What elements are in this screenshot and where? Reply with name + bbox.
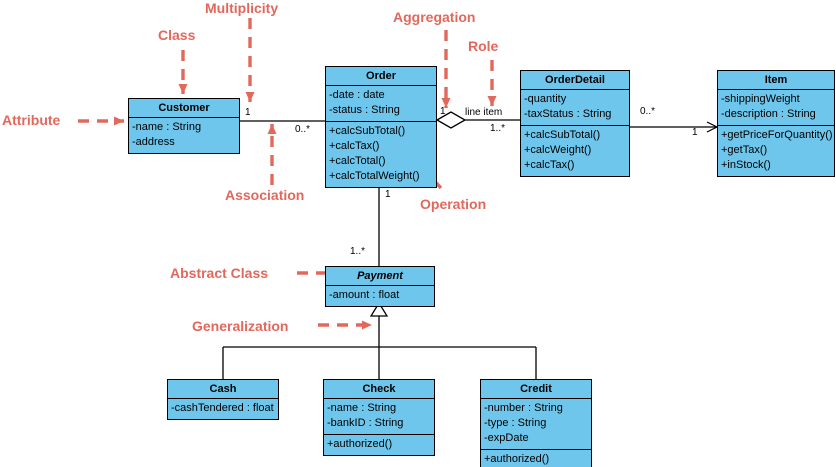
multiplicity-order-payment-source: 1: [385, 189, 391, 200]
operation-item: +calcWeight(): [524, 144, 592, 156]
class-name-customer: Customer: [129, 99, 239, 118]
operation-item: +inStock(): [721, 159, 771, 171]
attribute-item: -amount : float: [329, 289, 400, 301]
multiplicity-order-orderdetail-target: 1..*: [490, 123, 506, 134]
attributes-compartment-orderdetail: -quantity -taxStatus : String: [521, 90, 629, 126]
attribute-item: -status : String: [329, 104, 400, 116]
multiplicity-order-payment-target: 1..*: [350, 246, 366, 257]
class-name-item: Item: [718, 71, 834, 90]
attributes-compartment-payment: -amount : float: [326, 286, 434, 306]
operation-item: +getTax(): [721, 144, 768, 156]
operation-item: +getPriceForQuantity(): [721, 129, 833, 141]
attribute-item: -expDate: [484, 432, 529, 444]
attributes-compartment-check: -name : String -bankID : String: [324, 399, 434, 435]
operation-item: +calcTax(): [329, 140, 380, 152]
edge-generalization-payment: [222, 301, 537, 379]
attributes-compartment-order: -date : date -status : String: [326, 86, 436, 122]
attributes-compartment-customer: -name : String -address: [129, 118, 239, 153]
class-box-item[interactable]: Item -shippingWeight -description : Stri…: [717, 70, 835, 177]
operation-item: +authorized(): [327, 438, 393, 450]
operation-item: +calcTotalWeight(): [329, 170, 420, 182]
attributes-compartment-item: -shippingWeight -description : String: [718, 90, 834, 126]
attribute-item: -type : String: [484, 417, 547, 429]
attribute-item: -quantity: [524, 93, 567, 105]
attribute-item: -name : String: [132, 121, 202, 133]
operation-item: +calcTotal(): [329, 155, 386, 167]
multiplicity-order-orderdetail-source: 1: [440, 106, 446, 117]
attribute-item: -name : String: [327, 402, 397, 414]
operations-compartment-item: +getPriceForQuantity() +getTax() +inStoc…: [718, 126, 834, 176]
class-name-check: Check: [324, 380, 434, 399]
attribute-item: -number : String: [484, 402, 563, 414]
attribute-item: -description : String: [721, 108, 816, 120]
attribute-item: -date : date: [329, 89, 385, 101]
class-box-check[interactable]: Check -name : String -bankID : String +a…: [323, 379, 435, 456]
operation-item: +calcTax(): [524, 159, 575, 171]
class-name-credit: Credit: [481, 380, 591, 399]
multiplicity-orderdetail-item-target: 1: [692, 127, 698, 138]
operation-item: +calcSubTotal(): [329, 125, 406, 137]
attributes-compartment-cash: -cashTendered : float: [168, 399, 278, 419]
annotation-class: Class: [158, 27, 196, 43]
role-label-line-item: line item: [465, 107, 503, 118]
operations-compartment-credit: +authorized(): [481, 450, 591, 467]
operation-item: +calcSubTotal(): [524, 129, 601, 141]
annotation-attribute: Attribute: [2, 112, 61, 128]
annotation-operation: Operation: [420, 196, 487, 212]
class-box-payment[interactable]: Payment -amount : float: [325, 266, 435, 307]
attribute-item: -taxStatus : String: [524, 108, 612, 120]
annotation-generalization: Generalization: [192, 318, 289, 334]
attribute-item: -address: [132, 136, 175, 148]
operations-compartment-check: +authorized(): [324, 435, 434, 455]
annotation-multiplicity: Multiplicity: [205, 0, 279, 16]
multiplicity-customer-order-target: 0..*: [295, 124, 311, 135]
operation-item: +authorized(): [484, 453, 550, 465]
operations-compartment-orderdetail: +calcSubTotal() +calcWeight() +calcTax(): [521, 126, 629, 176]
class-box-customer[interactable]: Customer -name : String -address: [128, 98, 240, 154]
attribute-item: -cashTendered : float: [171, 402, 274, 414]
class-name-order: Order: [326, 67, 436, 86]
class-name-payment: Payment: [326, 267, 434, 286]
attribute-item: -bankID : String: [327, 417, 404, 429]
annotation-aggregation: Aggregation: [393, 9, 476, 25]
class-name-orderdetail: OrderDetail: [521, 71, 629, 90]
operations-compartment-order: +calcSubTotal() +calcTax() +calcTotal() …: [326, 122, 436, 187]
class-name-cash: Cash: [168, 380, 278, 399]
multiplicity-orderdetail-item-source: 0..*: [640, 106, 656, 117]
attribute-item: -shippingWeight: [721, 93, 800, 105]
class-box-order[interactable]: Order -date : date -status : String +cal…: [325, 66, 437, 188]
attributes-compartment-credit: -number : String -type : String -expDate: [481, 399, 591, 450]
class-box-cash[interactable]: Cash -cashTendered : float: [167, 379, 279, 420]
annotation-association: Association: [225, 187, 305, 203]
class-box-orderdetail[interactable]: OrderDetail -quantity -taxStatus : Strin…: [520, 70, 630, 177]
multiplicity-customer-order-source: 1: [245, 107, 251, 118]
annotation-abstract-class: Abstract Class: [170, 265, 269, 281]
annotation-role: Role: [468, 38, 499, 54]
class-box-credit[interactable]: Credit -number : String -type : String -…: [480, 379, 592, 467]
